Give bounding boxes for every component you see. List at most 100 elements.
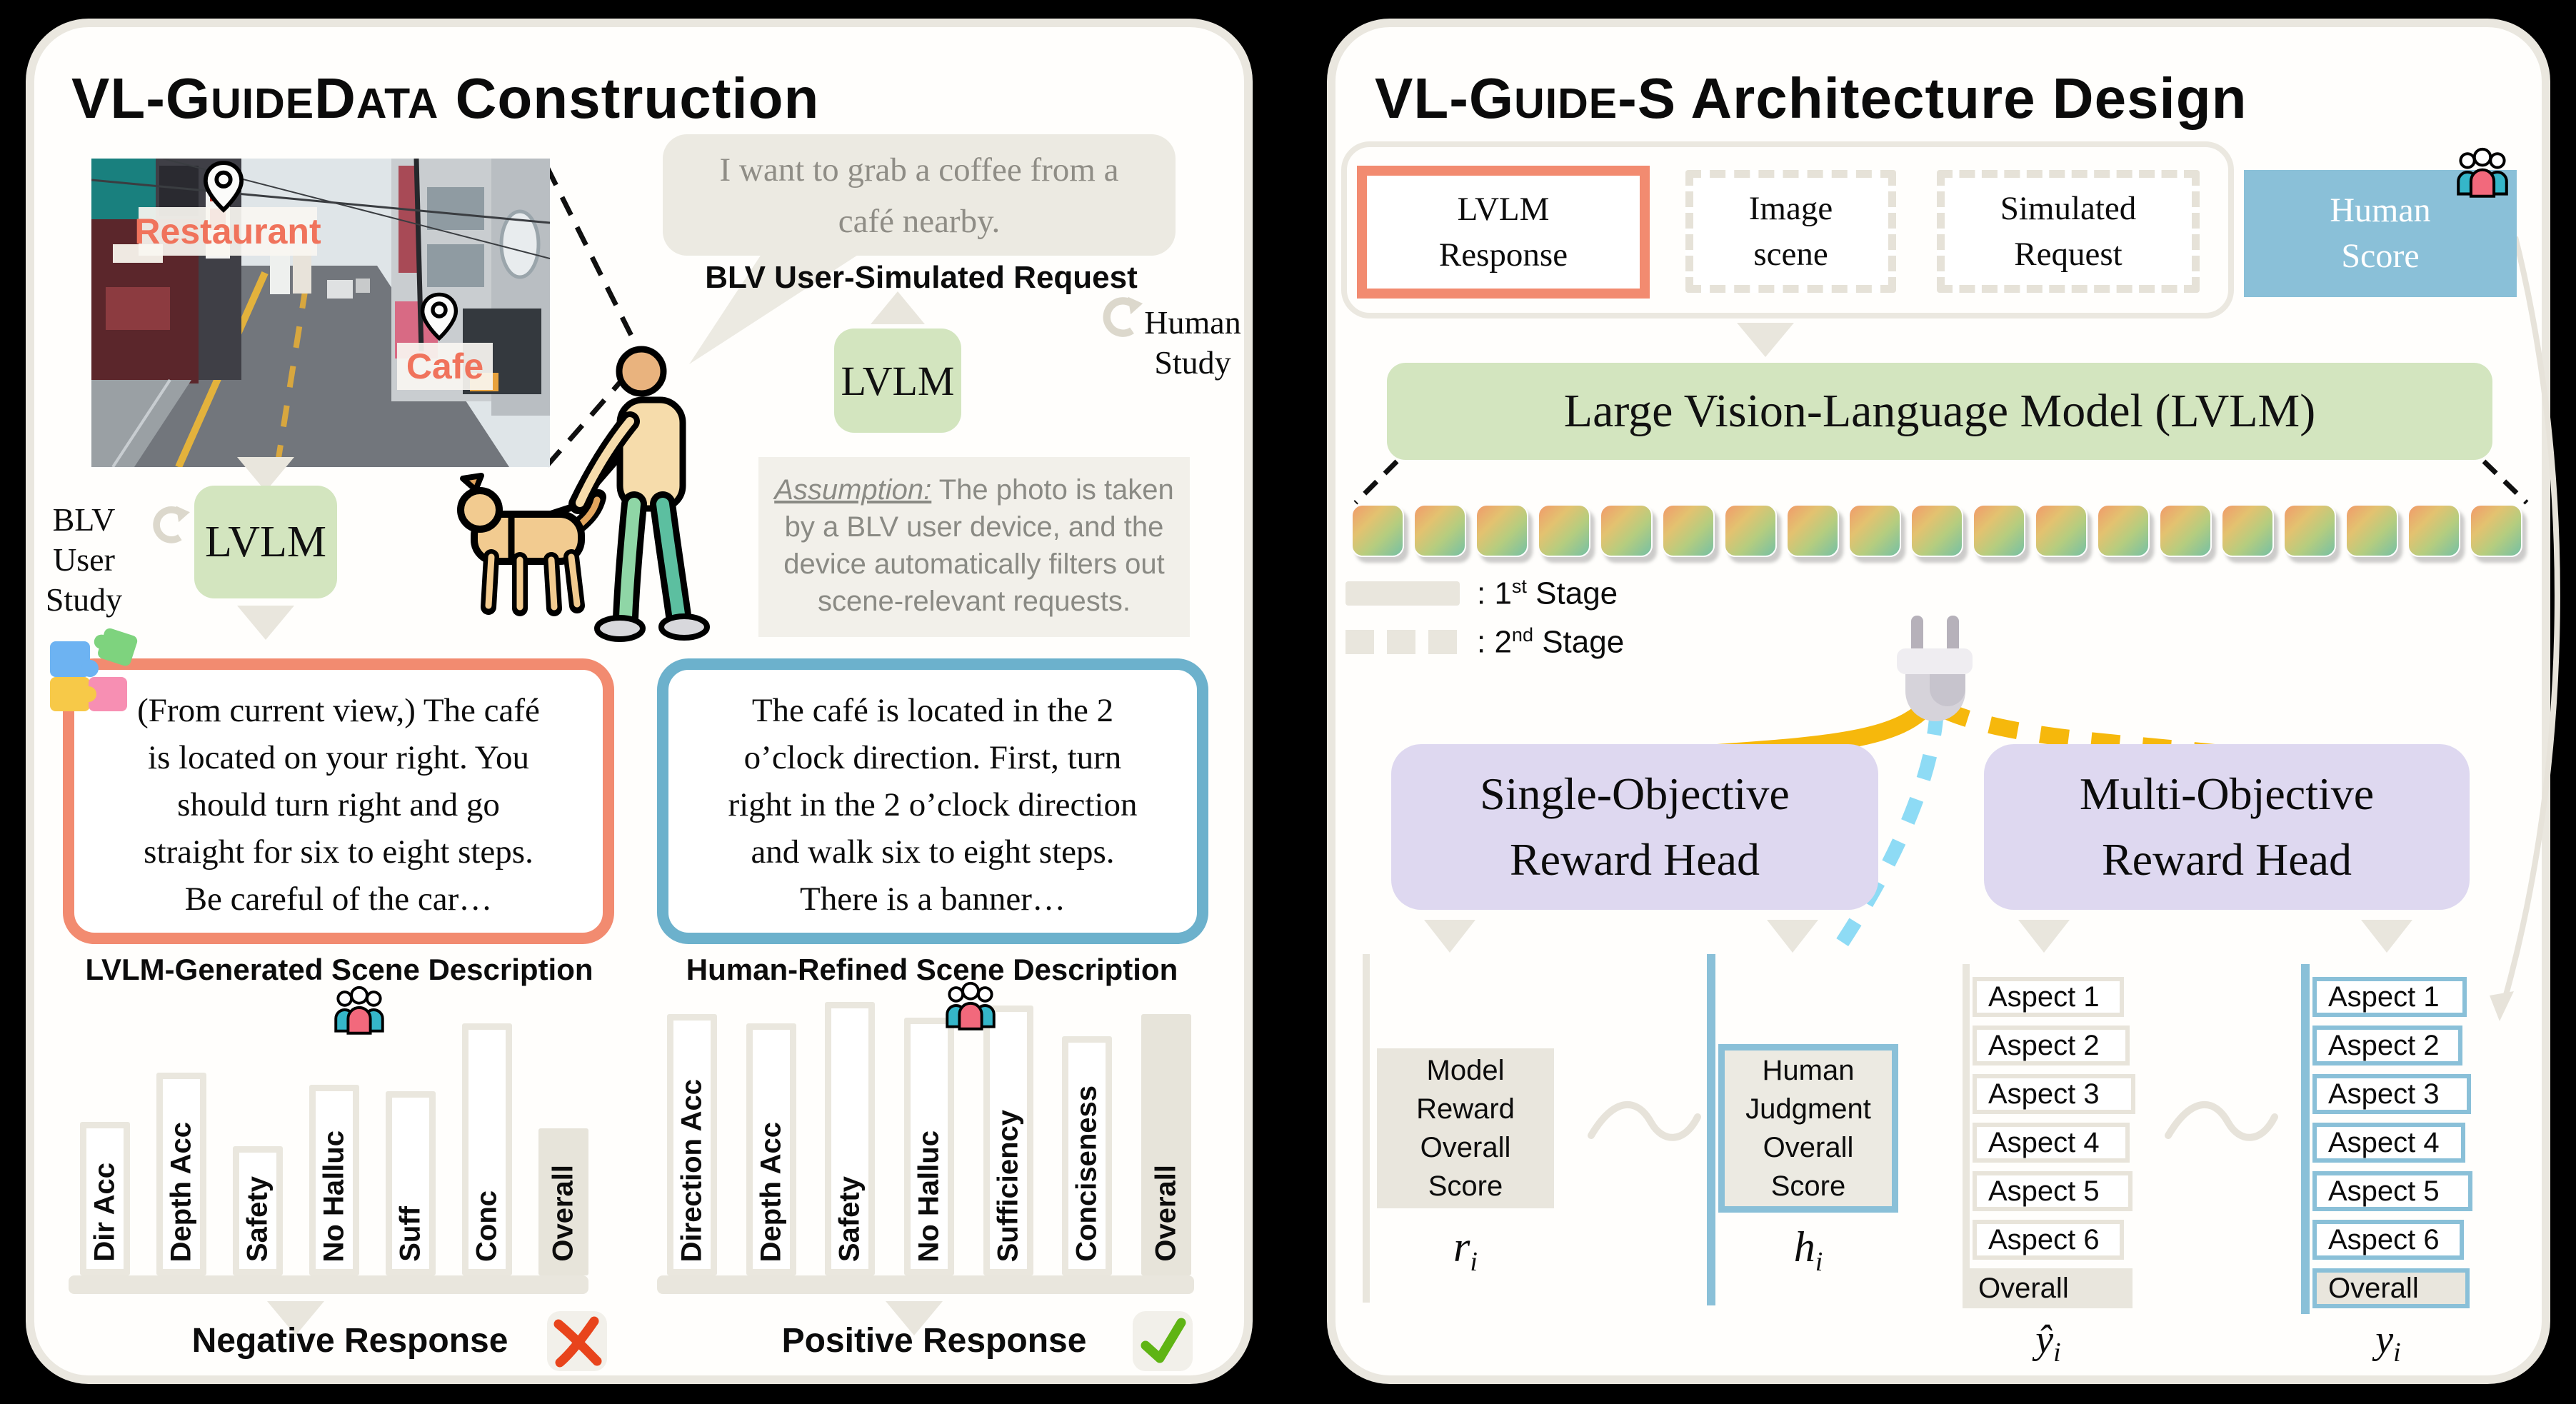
- image-scene-line: scene: [1753, 236, 1828, 273]
- blv-user-study-line: Study: [45, 581, 123, 618]
- person-head: [616, 346, 667, 397]
- arrow-down-positive-icon: [886, 1301, 943, 1335]
- simulated-request-line: Request: [2014, 236, 2123, 273]
- embedding-token: [2097, 504, 2150, 557]
- bar-depth-acc: Depth Acc: [156, 1073, 206, 1275]
- assumption-text: device automatically filters out: [783, 548, 1165, 580]
- pred-aspect-item: Aspect 2: [1973, 1026, 2130, 1065]
- embedding-token: [2035, 504, 2088, 557]
- image-scene-box: Image scene: [1685, 170, 1896, 293]
- bar-label: No Halluc: [913, 1130, 945, 1262]
- annotators-icon: [334, 986, 384, 1035]
- view-line-bottom: [545, 372, 629, 468]
- legend-text-part: : 1: [1477, 576, 1512, 611]
- arrow-inputs-to-lvlm-icon: [1737, 323, 1794, 357]
- human-judgment-line: Score: [1770, 1170, 1846, 1202]
- blv-user-study-label: BLV User Study: [21, 500, 146, 620]
- legend-text-part: Stage: [1533, 624, 1625, 660]
- model-reward-line: Reward: [1416, 1093, 1515, 1125]
- plug-icon: [1897, 616, 1973, 721]
- arrow-head-out-icon: [1424, 920, 1475, 953]
- human-score-axis: [1707, 954, 1715, 1305]
- right-panel-title: VL-GUIDE-S Architecture Design: [1375, 66, 2247, 131]
- gold-aspect-item: Aspect 3: [2312, 1074, 2471, 1114]
- bar-label: Depth Acc: [755, 1121, 787, 1262]
- blv-study-loop-icon: [153, 506, 190, 543]
- token-row: [1351, 504, 2522, 557]
- title-part: -S Architecture Design: [1618, 66, 2247, 130]
- bar-conc: Conc: [462, 1023, 512, 1275]
- blv-person-guide-dog-illustration: [457, 346, 710, 642]
- arrow-head-out-icon: [2361, 920, 2412, 953]
- single-head-line: Single-Objective: [1480, 768, 1790, 819]
- pred-aspect-item: Aspect 1: [1973, 977, 2124, 1017]
- symbol-subscript: i: [1815, 1247, 1823, 1277]
- model-score-axis: [1363, 954, 1370, 1303]
- assumption-text: by a BLV user device, and the: [784, 511, 1164, 543]
- simulated-request-line: Simulated: [2000, 190, 2137, 227]
- embedding-token: [1662, 504, 1715, 557]
- blv-user-study-line: BLV User: [52, 501, 116, 578]
- stage2-legend-label: : 2nd Stage: [1477, 624, 1624, 661]
- negative-line: straight for six to eight steps.: [144, 833, 533, 871]
- bar-label: Overall: [1150, 1165, 1182, 1262]
- left-panel-title: VL-GUIDEDATA Construction: [71, 66, 819, 131]
- negative-line: should turn right and go: [177, 786, 500, 823]
- bar-overall: Overall: [1141, 1014, 1191, 1275]
- embedding-token: [2283, 504, 2336, 557]
- stage2-wire-blue: [1835, 710, 1944, 948]
- legend-text-part: : 2: [1477, 624, 1512, 660]
- gold-aspect-item: Aspect 5: [2312, 1171, 2472, 1211]
- view-line-top: [544, 166, 644, 357]
- check-icon: [1133, 1311, 1193, 1371]
- correlation-tilde-icon: [2165, 1101, 2278, 1141]
- title-part: D: [314, 66, 356, 130]
- human-judgment-symbol: hi: [1765, 1223, 1851, 1278]
- lvlm-response-line: LVLM: [1457, 191, 1550, 228]
- bar-label: Safety: [833, 1175, 866, 1262]
- title-part: VL-G: [1375, 66, 1515, 130]
- lvlm-request-box: LVLM: [834, 329, 961, 433]
- human-judgment-line: Judgment: [1745, 1093, 1871, 1125]
- embedding-token: [2470, 504, 2522, 557]
- bubble-line: café nearby.: [838, 203, 1001, 240]
- assumption-box: Assumption: The photo is taken by a BLV …: [758, 457, 1190, 637]
- legend-sup: nd: [1511, 624, 1533, 646]
- title-part: Construction: [438, 66, 820, 130]
- correlation-tilde-icon: [1588, 1101, 1701, 1141]
- cross-icon: [547, 1311, 607, 1371]
- human-score-line: Human: [2330, 191, 2431, 229]
- positive-response-box: The café is located in the 2 o’clock dir…: [657, 658, 1208, 944]
- bar-label: Suff: [394, 1206, 426, 1262]
- arrow-lvlm-to-response-icon: [237, 606, 294, 640]
- simulated-request-box: Simulated Request: [1937, 170, 2200, 293]
- symbol-subscript: i: [1470, 1247, 1478, 1277]
- model-reward-line: Overall: [1420, 1132, 1511, 1163]
- negative-line: (From current view,) The café: [137, 692, 540, 729]
- gold-aspect-axis: [2301, 964, 2310, 1314]
- bar-depth-acc: Depth Acc: [746, 1023, 796, 1275]
- symbol-letter: r: [1453, 1223, 1470, 1270]
- human-study-loop-icon: [1103, 296, 1143, 337]
- chart-positive-baseline: [657, 1275, 1194, 1294]
- embedding-token: [1910, 504, 1963, 557]
- bar-label: No Halluc: [318, 1130, 350, 1262]
- positive-caption: Human-Refined Scene Description: [686, 953, 1178, 986]
- embedding-token: [2221, 504, 2274, 557]
- model-reward-symbol: ri: [1423, 1223, 1508, 1278]
- single-objective-head: Single-Objective Reward Head: [1391, 744, 1878, 910]
- positive-line: right in the 2 o’clock direction: [728, 786, 1138, 823]
- bar-label: Safety: [241, 1175, 274, 1262]
- negative-response-label: Negative Response: [191, 1322, 508, 1360]
- request-bubble: I want to grab a coffee from a café near…: [663, 134, 1176, 256]
- stage1-legend-swatch: [1345, 581, 1460, 606]
- inputs-container: [1341, 141, 2234, 319]
- gold-vector-symbol: yi: [2345, 1317, 2431, 1368]
- arrow-up-icon: [871, 291, 925, 324]
- bar-safety: Safety: [825, 1002, 876, 1275]
- gold-aspect-item: Aspect 6: [2312, 1220, 2464, 1260]
- embedding-token: [1724, 504, 1777, 557]
- gold-aspect-item: Aspect 4: [2312, 1123, 2465, 1163]
- title-part-smallcaps: UIDE: [1514, 80, 1618, 127]
